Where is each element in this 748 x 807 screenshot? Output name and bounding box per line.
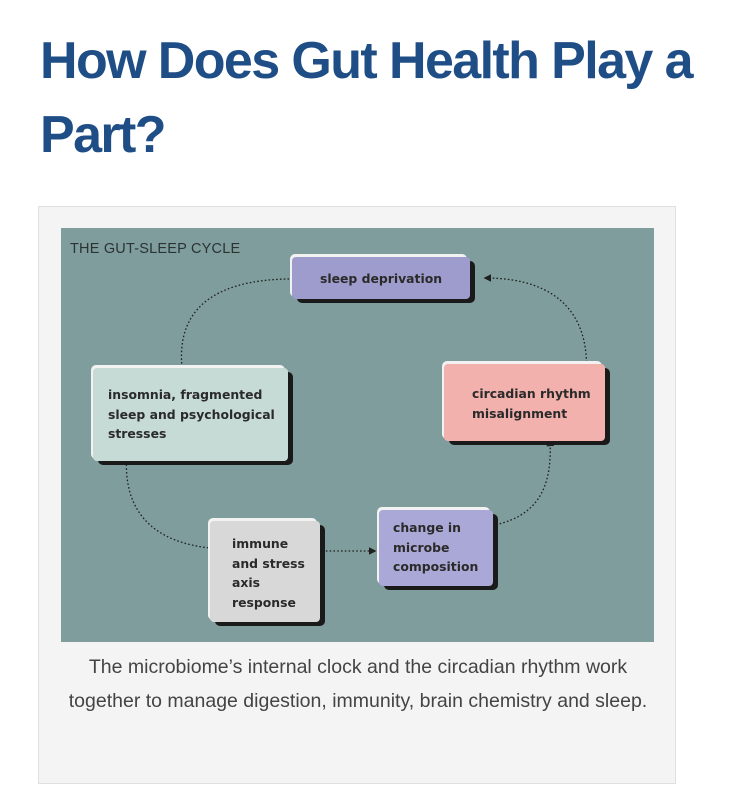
node-immune-label: immune and stress axis response — [232, 536, 305, 610]
node-sleep-deprivation-box — [292, 257, 470, 299]
node-sleep-deprivation-label: sleep deprivation — [319, 271, 443, 286]
node-insomnia-label: insomnia, fragmented sleep and psycholog… — [108, 387, 275, 441]
figure-caption: The microbiome’s internal clock and the … — [68, 656, 648, 712]
node-circadian-box — [444, 364, 605, 441]
node-immune-box — [210, 521, 320, 622]
node-immune: immune and stress axis response — [208, 518, 325, 626]
node-insomnia: insomnia, fragmented sleep and psycholog… — [91, 365, 293, 465]
node-microbe-box — [379, 510, 493, 586]
diagram-title: THE GUT-SLEEP CYCLE — [70, 241, 241, 257]
node-circadian-label: circadian rhythm misalignment — [472, 386, 591, 421]
node-circadian: circadian rhythm misalignment — [442, 361, 610, 445]
node-microbe: change in microbe composition — [377, 507, 498, 590]
arrow-sleep-to-circadian — [483, 274, 591, 380]
node-sleep-deprivation: sleep deprivation — [290, 254, 475, 303]
node-insomnia-box — [93, 368, 288, 461]
node-microbe-label: change in microbe composition — [393, 520, 479, 574]
gut-sleep-cycle-diagram: THE GUT-SLEEP CYCLE sleep deprivation in… — [61, 228, 654, 642]
article-heading: How Does Gut Health Play a Part? — [40, 32, 694, 164]
arrow-insomnia-to-sleep — [178, 275, 299, 377]
